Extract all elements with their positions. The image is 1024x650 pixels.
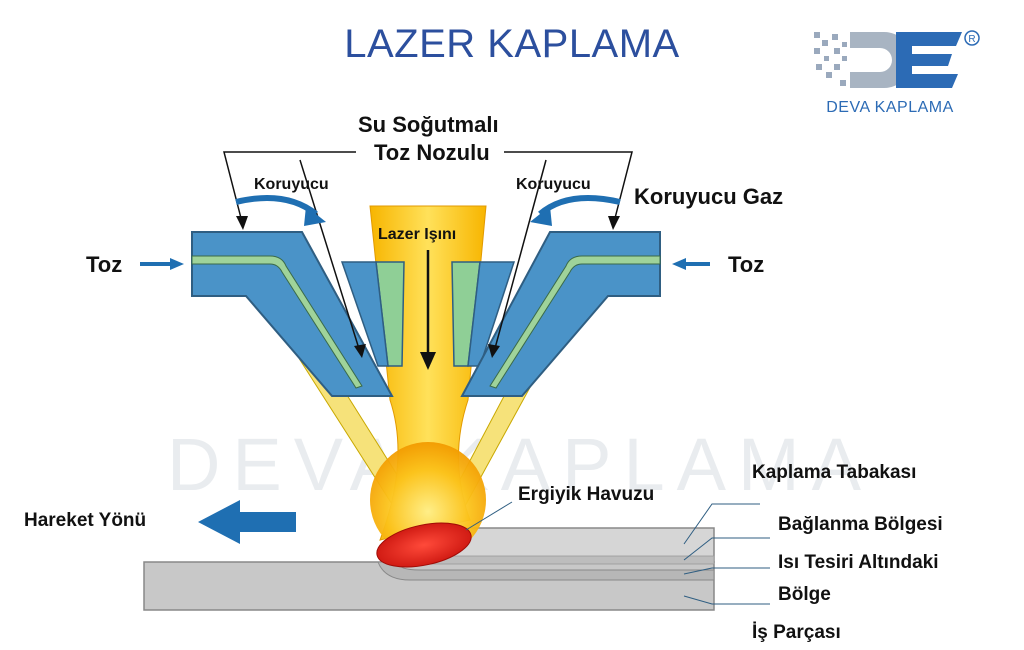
nozzle-bracket-left — [223, 151, 356, 223]
nozzle-left-channel — [191, 255, 363, 389]
leader-bond — [683, 537, 770, 561]
watermark-text: DEVA KAPLAMA — [167, 423, 873, 506]
page-title: LAZER KAPLAMA — [344, 22, 680, 66]
powder-arrow-left — [170, 258, 184, 270]
powder-label-left: Toz — [86, 252, 123, 277]
shield-label-right: Koruyucu — [516, 176, 591, 193]
powder-arrow-right — [672, 258, 686, 270]
inner-body-left — [340, 261, 389, 367]
nozzle-right-channel — [489, 255, 661, 389]
leader-workpiece — [683, 595, 770, 605]
coating-label: Kaplama Tabakası — [752, 462, 917, 483]
logo-pixel-pattern — [814, 32, 847, 86]
brand-logo: R — [814, 30, 980, 88]
direction-label: Hareket Yönü — [24, 510, 147, 531]
direction-arrow — [198, 500, 240, 544]
nozzle-bracket-right — [504, 151, 633, 223]
pointer-arrow-right — [488, 344, 500, 358]
shield-gas-arrow-left — [235, 195, 318, 217]
melt-pool-label: Ergiyik Havuzu — [518, 484, 655, 505]
pointer-arrow-left — [354, 344, 366, 358]
nozzle-label-line1: Su Soğutmalı — [358, 112, 499, 137]
workpiece-label: İş Parçası — [752, 622, 841, 643]
brand-name: DEVA KAPLAMA — [826, 99, 954, 116]
workpiece — [143, 561, 715, 611]
nozzle-label-line2: Toz Nozulu — [374, 140, 490, 165]
powder-label-right: Toz — [728, 252, 765, 277]
melt-pool — [376, 522, 472, 568]
haz-label-line2: Bölge — [778, 584, 831, 605]
shield-gas-label: Koruyucu Gaz — [634, 184, 784, 209]
leader-haz — [683, 567, 770, 575]
leader-coating — [683, 503, 760, 545]
shield-label-left: Koruyucu — [254, 176, 329, 193]
svg-text:R: R — [968, 34, 975, 45]
bond-zone-label: Bağlanma Bölgesi — [778, 514, 943, 535]
shield-gas-arrow-right — [538, 195, 621, 217]
laser-arrow-head — [420, 352, 436, 370]
laser-label: Lazer Işını — [378, 226, 457, 243]
logo-e-shape — [896, 32, 962, 88]
haz-label-line1: Isı Tesiri Altındaki — [778, 552, 939, 573]
